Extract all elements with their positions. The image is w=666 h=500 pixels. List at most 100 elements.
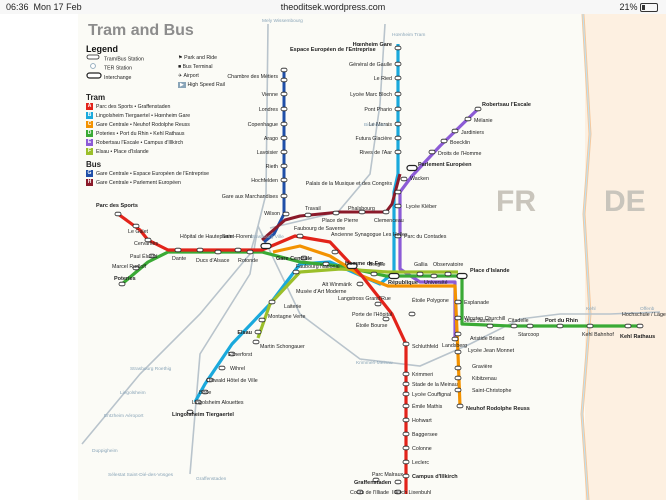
status-time-date: 06:36 Mon 17 Feb bbox=[6, 2, 82, 12]
station-label-palais-musique: Palais de la Musique et des Congrès bbox=[306, 181, 393, 187]
station-label-campus-illkirch: Campus d'Illkirch bbox=[412, 474, 458, 480]
station-label-illkirch-lixenbuhl: Illkirch Lixenbuhl bbox=[392, 490, 431, 496]
station-stop-esplanade bbox=[454, 299, 462, 305]
tram-line-description: Poteries • Port du Rhin • Kehl Rathaus bbox=[96, 131, 185, 137]
station-stop-marcel-rudloff bbox=[132, 265, 140, 271]
station-label-lycee-marc-bloch: Lycée Marc Bloch bbox=[350, 92, 392, 98]
station-stop-port-du-rhin bbox=[556, 323, 564, 329]
legend-bus-heading: Bus bbox=[86, 160, 102, 169]
station-label-marcel-rudloff: Marcel Rudloff bbox=[112, 264, 147, 270]
legend-symbol-row-3: Interchange ✈ Airport bbox=[86, 72, 209, 81]
station-stop-etoile-polygone bbox=[408, 311, 416, 317]
ter-station-icon bbox=[86, 63, 104, 73]
station-stop-graffenstaden bbox=[372, 477, 380, 483]
station-label-dante: Dante bbox=[172, 256, 186, 262]
station-stop-le-ried bbox=[394, 75, 402, 81]
station-stop-ancienne-synagogue bbox=[331, 249, 339, 255]
station-label-langstross: Langstross Grand'Rue bbox=[338, 296, 391, 302]
station-label-neuhof: Neuhof Rodolphe Reuss bbox=[466, 406, 530, 412]
page-url[interactable]: theoditsek.wordpress.com bbox=[280, 2, 386, 12]
station-stop-citadelle bbox=[510, 323, 518, 329]
station-label-hopital-hautepierre: Hôpital de Hautepierre bbox=[180, 234, 233, 240]
station-label-ancienne-synagogue: Ancienne Synagogue Les Halles bbox=[331, 232, 408, 238]
station-label-phalsbourg: Phalsbourg bbox=[348, 206, 375, 212]
station-stop-broglie bbox=[370, 271, 378, 277]
battery-icon bbox=[640, 3, 658, 13]
map-canvas: FR DE Espace Européen de l'EntrepriseCha… bbox=[0, 14, 666, 500]
station-label-cervantes: Cervantès bbox=[134, 241, 158, 247]
station-stop-parc-contades bbox=[394, 233, 402, 239]
station-label-parlement-europeen: Parlement Européen bbox=[418, 162, 472, 168]
rail-south-west bbox=[81, 225, 259, 445]
tram-line-badge: D bbox=[86, 130, 93, 138]
legend-heading: Legend bbox=[86, 44, 119, 54]
station-stop-travail bbox=[304, 212, 312, 218]
station-stop-schluthfeld bbox=[402, 341, 410, 347]
station-stop-lingolsheim-alouettes bbox=[194, 399, 202, 405]
station-stop-musee-art-moderne bbox=[292, 269, 300, 275]
station-stop-palais-musique bbox=[394, 189, 402, 195]
station-stop-wacken bbox=[400, 176, 408, 182]
station-stop-elmerforst bbox=[228, 351, 236, 357]
station-label-citadelle: Citadelle bbox=[508, 318, 529, 324]
station-label-rotonde: Rotonde bbox=[238, 258, 258, 264]
rail-label-kehl-rail: Kehl bbox=[586, 306, 596, 312]
station-label-le-galet: Le Galet bbox=[128, 229, 149, 235]
rail-label-graffenstaden-rail: Graffenstaden bbox=[196, 476, 227, 482]
station-stop-colonne bbox=[402, 445, 410, 451]
station-label-laiterie: Laiterie bbox=[284, 304, 301, 310]
station-stop-ducs-alsace bbox=[214, 249, 222, 255]
station-stop-hoenheim-gare bbox=[394, 45, 402, 51]
rail-label-mely: Mely Wissembourg bbox=[262, 18, 303, 24]
station-stop-martin-schongauer bbox=[252, 339, 260, 345]
station-label-faubourg-national: Faubourg National bbox=[296, 264, 340, 270]
station-stop-futura-glaciere bbox=[394, 135, 402, 141]
station-stop-laiterie bbox=[268, 299, 276, 305]
station-stop-lycee-marc-bloch bbox=[394, 91, 402, 97]
station-label-elmerforst: Elmerforst bbox=[228, 352, 253, 358]
legend-symbol-row-1: Tram/Bus Station ⚑ Park and Ride bbox=[86, 54, 217, 63]
rhine-river bbox=[581, 14, 591, 500]
station-stop-melanie bbox=[464, 116, 472, 122]
station-label-hochschule: Hochschule / Läger bbox=[622, 312, 666, 318]
regional-rail-lines bbox=[81, 23, 661, 475]
station-stop-rives-aar bbox=[394, 149, 402, 155]
station-label-universite: Université bbox=[424, 280, 448, 286]
legend-hsr-label: High Speed Rail bbox=[187, 82, 225, 88]
rail-label-offenburg: Offenb bbox=[640, 306, 655, 312]
station-label-ostwald: Ostwald Hôtel de Ville bbox=[206, 378, 258, 384]
station-label-aristide-briand: Aristide Briand bbox=[470, 336, 504, 342]
rail-label-selestat: Sélestat Saint-Dié-des-Vosges bbox=[108, 472, 174, 478]
legend-airport-label: Airport bbox=[183, 73, 199, 79]
tram-line-badge: B bbox=[86, 112, 93, 120]
station-stop-londres bbox=[280, 106, 288, 112]
station-stop-hochschule bbox=[624, 323, 632, 329]
station-stop-saint-florent bbox=[234, 247, 242, 253]
station-label-leclerc: Leclerc bbox=[412, 460, 429, 466]
tram-line-d bbox=[120, 250, 640, 328]
station-label-alt-winmarik: Alt Winmärik bbox=[322, 282, 352, 288]
rail-label-strasbourg-ville: Strasbourg Ville bbox=[250, 234, 284, 240]
station-stop-droits-homme bbox=[428, 149, 436, 155]
high-speed-rail-icon: ▶ bbox=[178, 82, 186, 88]
legend: Legend Tram/Bus Station ⚑ Park and Ride … bbox=[86, 44, 225, 188]
station-stop-wilson bbox=[282, 211, 290, 217]
station-stop-ostwald bbox=[206, 377, 214, 383]
station-label-travail: Travail bbox=[305, 206, 321, 212]
tram-line-description: Gare Centrale • Neuhof Rodolphe Reuss bbox=[96, 122, 190, 128]
station-label-stade-meinau: Stade de la Meinau bbox=[412, 382, 458, 388]
station-stop-lingolsheim-tiergaertel bbox=[186, 409, 194, 415]
station-label-wacken: Wacken bbox=[410, 176, 429, 182]
station-label-hochfelden: Hochfelden bbox=[251, 178, 278, 184]
station-stop-espace-europeen bbox=[280, 67, 288, 73]
station-label-lingolsheim-tiergaertel: Lingolsheim Tiergaertel bbox=[172, 412, 234, 418]
station-label-colonne: Colonne bbox=[412, 446, 432, 452]
car-icon: ⚑ bbox=[178, 55, 183, 61]
